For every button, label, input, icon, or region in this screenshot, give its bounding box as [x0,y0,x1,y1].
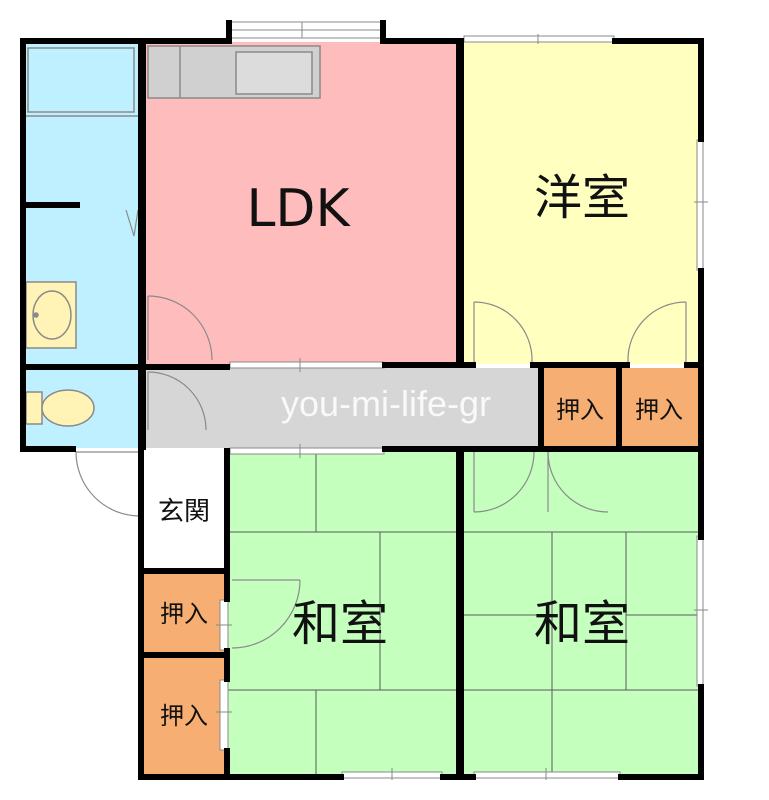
closet-upper-1-fill [542,368,618,448]
bathtub [27,47,135,113]
ldk-label: LDK [246,179,351,239]
closet-left-1-label: 押入 [160,600,208,628]
closet-left-2-fill [144,656,224,776]
closet-left-2-label: 押入 [160,702,208,730]
closet-upper-2-label: 押入 [635,396,683,424]
closet-upper-2-fill [618,368,700,448]
hallway-fill [144,368,542,448]
kitchen-counter [147,45,321,99]
closet-upper-1-label: 押入 [556,396,604,424]
closet-left-1-fill [144,572,224,654]
japanese-room-2-label: 和室 [534,596,630,652]
doors [75,209,687,649]
entrance-fill [144,452,224,570]
tatami-lines-room-1 [228,452,460,776]
western-room-fill [460,42,700,364]
toilet-fixture [25,389,95,427]
entrance-label: 玄関 [158,497,210,527]
western-room-label: 洋室 [534,170,630,226]
walls [20,20,704,780]
watermark: you-mi-life-gr [281,383,491,424]
washbasin [25,281,77,349]
japanese-room-1-fill [228,452,460,776]
tatami-lines-room-2 [460,531,700,776]
japanese-room-1-label: 和室 [292,596,388,652]
